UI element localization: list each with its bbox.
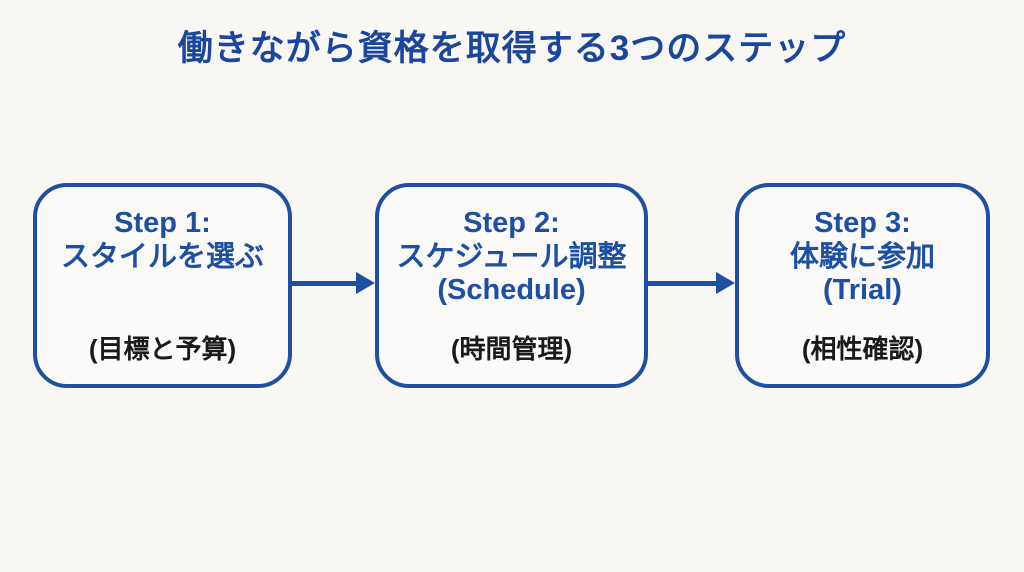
step-1-box: Step 1: スタイルを選ぶ (目標と予算) [33, 183, 292, 388]
step-3-box: Step 3: 体験に参加 (Trial) (相性確認) [735, 183, 990, 388]
step-2-box: Step 2: スケジュール調整 (Schedule) (時間管理) [375, 183, 648, 388]
step-3-main-text: Step 3: 体験に参加 (Trial) [790, 187, 935, 308]
step-1-label: スタイルを選ぶ [60, 240, 264, 273]
arrow-right-icon [648, 272, 735, 294]
diagram-title: 働きながら資格を取得する3つのステップ [177, 29, 847, 68]
step-2-note: (時間管理) [450, 334, 573, 365]
step-1-note: (目標と予算) [88, 334, 237, 365]
step-2-main-text: Step 2: スケジュール調整 (Schedule) [397, 187, 627, 308]
arrow-shaft [648, 280, 716, 286]
step-3-heading: Step 3: [814, 207, 911, 239]
step-3-sublabel: (Trial) [823, 274, 902, 307]
step-1-heading: Step 1: [114, 207, 211, 239]
step-1-main-text: Step 1: スタイルを選ぶ [61, 187, 264, 274]
step-3-note: (相性確認) [801, 334, 924, 365]
arrow-head [716, 272, 735, 294]
arrow-shaft [292, 280, 356, 286]
step-2-heading: Step 2: [463, 207, 560, 239]
step-2-label: スケジュール調整 [396, 240, 627, 273]
arrow-right-icon [292, 272, 375, 294]
step-2-sublabel: (Schedule) [437, 274, 586, 307]
step-3-label: 体験に参加 [789, 240, 935, 273]
arrow-head [356, 272, 375, 294]
